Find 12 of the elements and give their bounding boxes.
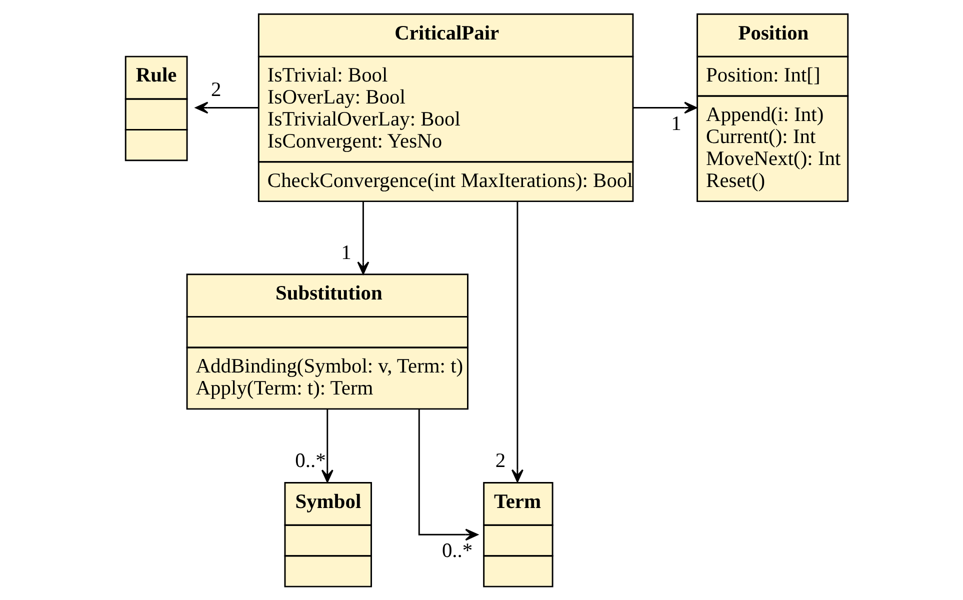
edge-label: 2 <box>210 79 221 102</box>
edge-label: 2 <box>494 450 506 472</box>
arrow <box>510 202 523 482</box>
arrow <box>356 202 369 274</box>
edge-label: 1 <box>340 242 351 264</box>
arrow <box>194 102 258 114</box>
edge-label: 1 <box>670 113 681 136</box>
edge-label: 0..* <box>441 540 472 562</box>
arrow <box>632 102 697 114</box>
arrow <box>418 409 478 541</box>
arrow <box>320 409 333 483</box>
edge-label: 0..* <box>294 450 326 472</box>
